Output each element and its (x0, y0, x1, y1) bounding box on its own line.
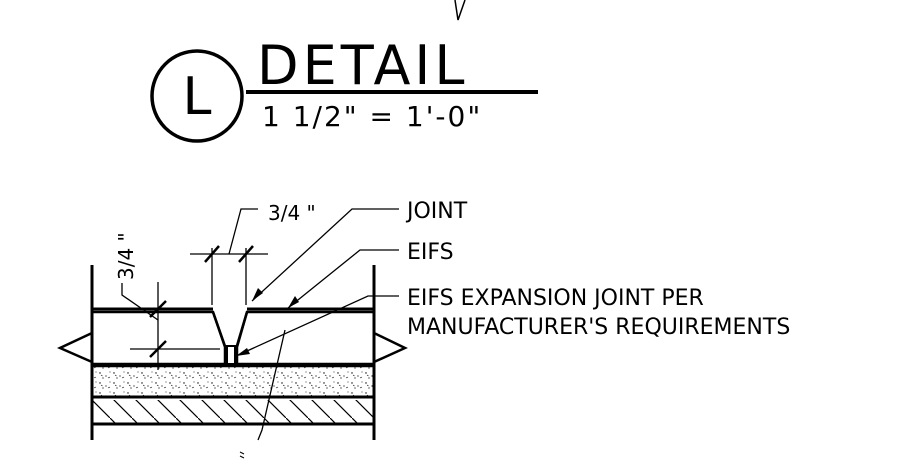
break-line-right (373, 331, 408, 364)
bottom-leader (257, 329, 286, 441)
top-leader-fragment (454, 0, 466, 21)
detail-scale: 1 1/2" = 1'-0" (262, 100, 482, 133)
arrowhead-joint (252, 288, 263, 301)
bottom-cutoff-mark (239, 451, 245, 459)
dim-leader-horizontal (228, 208, 258, 255)
callout-leaders (235, 208, 399, 357)
break-mask-right (335, 333, 405, 362)
joint-edge-left (211, 311, 228, 350)
arrowhead-eifs (288, 296, 299, 308)
wall-section (56, 265, 408, 441)
leader-eifs (287, 249, 399, 309)
break-line-left (56, 331, 93, 364)
sheathing-hatch (92, 400, 374, 424)
dim-tick-top (149, 300, 167, 318)
callout-labels: JOINT EIFS EIFS EXPANSION JOINT PER MANU… (405, 199, 790, 340)
backer-rod (226, 345, 236, 365)
callout-eifs: EIFS (407, 240, 454, 265)
callout-expansion-line1: EIFS EXPANSION JOINT PER (407, 286, 704, 311)
dim-text-vertical: 3/4 " (114, 232, 138, 280)
detail-tag-letter: L (183, 67, 212, 127)
leader-expansion (235, 295, 399, 357)
substrate-stipple (92, 366, 374, 396)
dimensions: 3/4 " 3/4 " (114, 201, 316, 370)
callout-expansion-line2: MANUFACTURER'S REQUIREMENTS (407, 315, 790, 340)
joint-edge-right (234, 311, 249, 350)
detail-title: DETAIL (257, 34, 468, 97)
dim-leader-vertical (121, 283, 159, 321)
break-mask-left (60, 333, 130, 362)
callout-joint: JOINT (405, 199, 468, 224)
arrowhead-expansion (236, 348, 250, 356)
detail-title-block: L DETAIL 1 1/2" = 1'-0" (150, 34, 538, 143)
leader-joint (251, 208, 399, 302)
detail-tag-circle (150, 49, 244, 143)
dim-tick-left (204, 245, 220, 263)
dim-text-horizontal: 3/4 " (268, 201, 316, 225)
dim-tick-right (238, 245, 254, 263)
